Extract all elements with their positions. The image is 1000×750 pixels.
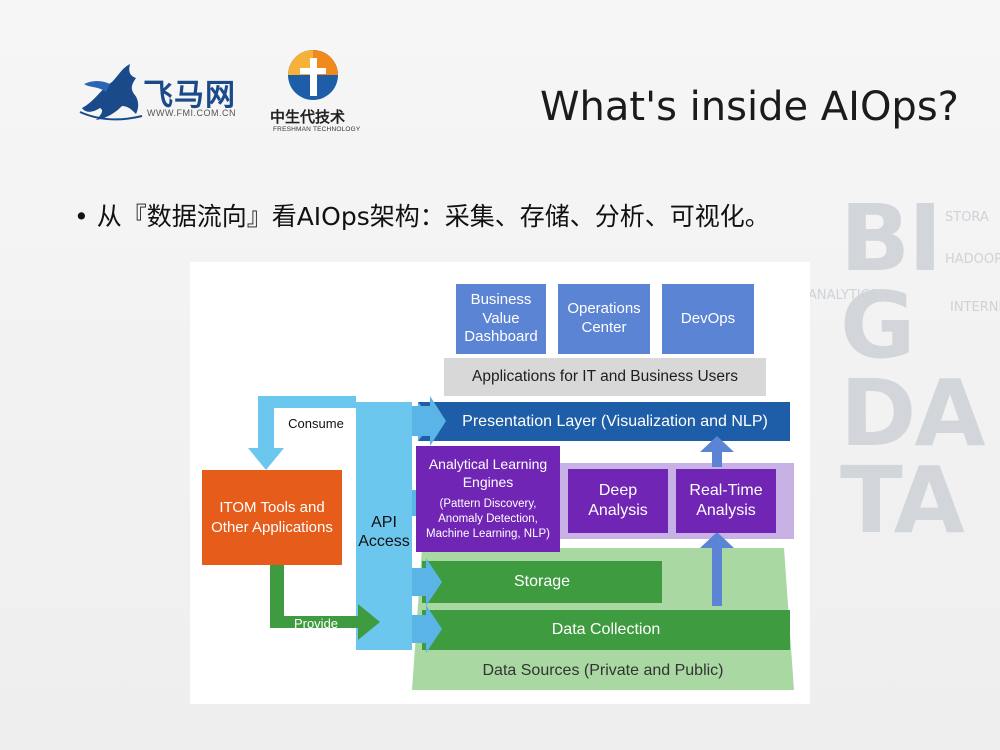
storage-label: Storage [513, 573, 571, 590]
storage-shape [422, 561, 662, 603]
feima-logo-url: WWW.FMI.COM.CN [147, 108, 236, 118]
data-sources-label: Data Sources (Private and Public) [482, 662, 724, 679]
api-to-collection-arrow-icon [412, 605, 442, 653]
analytical-title: Analytical Learning Engines [428, 456, 548, 490]
api-access-label: API Access [358, 513, 410, 550]
zsd-logo-icon [288, 50, 338, 100]
analytical-detail: (Pattern Discovery, Anomaly Detection, M… [425, 498, 550, 540]
api-to-storage-arrow-icon [412, 558, 442, 606]
analytical-learning-engines-box: Analytical Learning Engines (Pattern Dis… [416, 446, 560, 552]
devops-box: DevOps [662, 284, 754, 354]
business-value-dashboard-box: Business Value Dashboard [456, 284, 546, 354]
apps-bar-label: Applications for IT and Business Users [444, 358, 766, 396]
watermark-big-data: BIG DATA [840, 185, 1000, 555]
bullet-text: • 从『数据流向』看AIOps架构：采集、存储、分析、可视化。 [74, 202, 770, 231]
zsd-logo-text: 中生代技术 [270, 108, 346, 126]
realtime-analysis-box: Real-Time Analysis [676, 469, 776, 533]
watermark-word: INTERNET [950, 300, 1000, 315]
watermark-word: HADOOP [945, 252, 1000, 267]
presentation-layer-label: Presentation Layer (Visualization and NL… [462, 412, 768, 430]
feima-logo-text: 飞马网 [143, 78, 236, 113]
provide-arrow-icon [270, 565, 380, 640]
consume-arrow-icon [248, 396, 356, 470]
pegasus-logo-icon [79, 64, 143, 121]
collection-to-realtime-arrow-icon [700, 532, 734, 606]
deep-analysis-box: Deep Analysis [568, 469, 668, 533]
data-collection-label: Data Collection [551, 621, 661, 638]
provide-label: Provide [293, 615, 339, 631]
watermark-word: ANALYTICS [808, 288, 879, 303]
api-access-shape [356, 402, 412, 650]
page-title: What's inside AIOps? [540, 84, 959, 130]
data-collection-shape [422, 610, 790, 650]
operations-center-box: Operations Center [558, 284, 650, 354]
presentation-layer-shape [418, 402, 790, 441]
itom-tools-box: ITOM Tools and Other Applications [202, 470, 342, 565]
realtime-to-presentation-arrow-icon [700, 436, 734, 467]
consume-label: Consume [288, 415, 344, 431]
api-to-presentation-arrow-icon [412, 396, 446, 446]
watermark-word: STORA [945, 210, 989, 225]
aiops-architecture-diagram: Business Value Dashboard Operations Cent… [190, 262, 810, 704]
watermark-big-text: BIG DATA [840, 185, 986, 555]
zsd-logo-subtext: FRESHMAN TECHNOLOGY [273, 126, 361, 133]
